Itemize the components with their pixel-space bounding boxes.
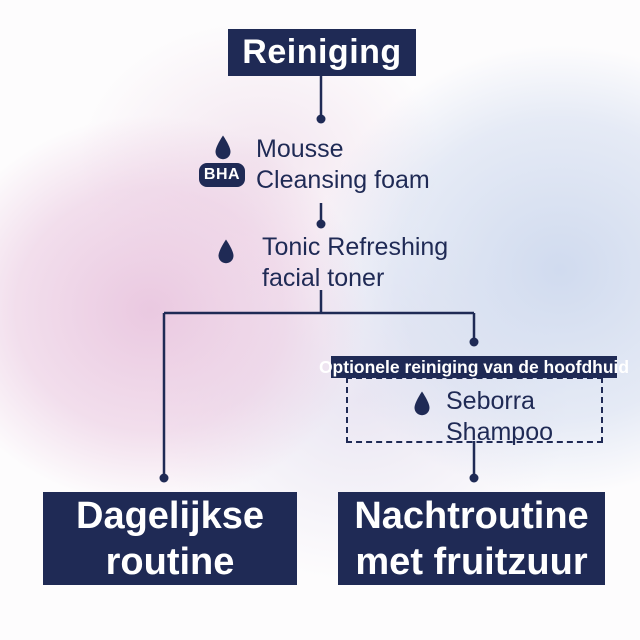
step-mousse-label: Mousse Cleansing foam xyxy=(256,135,430,194)
step-seborra-label: Seborra Shampoo xyxy=(446,387,554,446)
bha-badge: BHA xyxy=(199,163,245,187)
droplet-icon xyxy=(216,238,236,266)
step-tonic-label: Tonic Refreshing facial toner xyxy=(262,233,449,292)
optional-dashed-box xyxy=(346,377,603,443)
outcome-box-night-routine: Nachtroutine met fruitzuur xyxy=(338,492,605,585)
outcome-box-daily-routine: Dagelijkse routine xyxy=(43,492,297,585)
header-box-reiniging: Reiniging xyxy=(228,29,416,76)
header-title: Reiniging xyxy=(242,33,402,71)
droplet-icon xyxy=(213,134,233,162)
droplet-icon xyxy=(412,390,432,418)
optional-section-header: Optionele reiniging van de hoofdhuid xyxy=(318,356,630,378)
